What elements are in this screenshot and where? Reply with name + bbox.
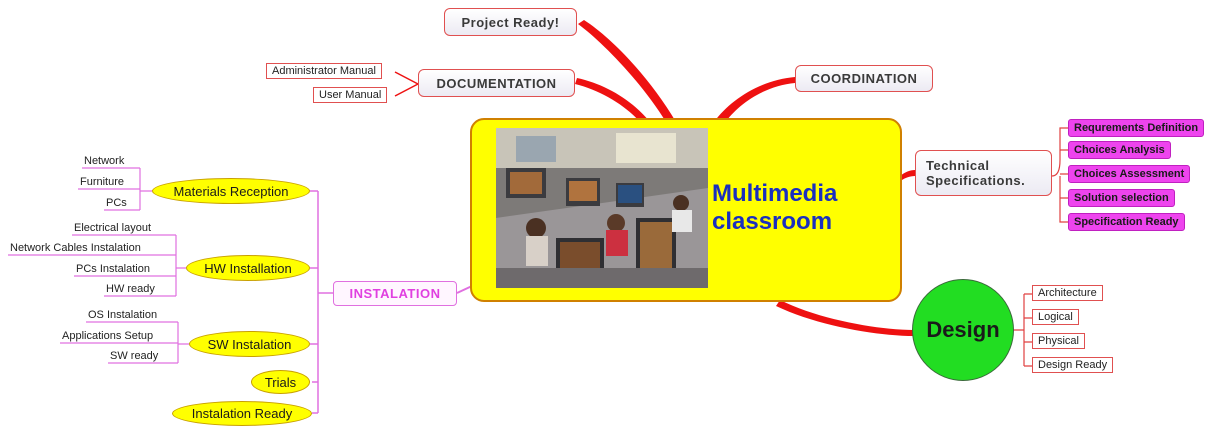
leaf-network-cables-instalation[interactable]: Network Cables Instalation	[10, 242, 141, 254]
leaf-pcs-instalation[interactable]: PCs Instalation	[76, 263, 150, 275]
topic-technical-specifications[interactable]: Technical Specifications.	[915, 150, 1052, 196]
subtopic-hw-installation[interactable]: HW Installation	[186, 255, 310, 281]
subtopic-trials[interactable]: Trials	[251, 370, 310, 394]
leaf-electrical-layout[interactable]: Electrical layout	[74, 222, 152, 234]
topic-instalation[interactable]: INSTALATION	[333, 281, 457, 306]
leaf-applications-setup[interactable]: Applications Setup	[62, 330, 154, 342]
leaf-specification-ready[interactable]: Specification Ready	[1068, 213, 1185, 231]
leaf-furniture[interactable]: Furniture	[80, 176, 125, 188]
leaf-os-instalation[interactable]: OS Instalation	[88, 309, 158, 321]
leaf-choices-assessment[interactable]: Choices Assessment	[1068, 165, 1191, 183]
leaf-design-ready[interactable]: Design Ready	[1032, 357, 1114, 373]
central-title-line1: Multimedia	[712, 180, 838, 207]
leaf-architecture[interactable]: Architecture	[1032, 285, 1103, 301]
topic-project-ready[interactable]: Project Ready!	[444, 8, 577, 36]
leaf-sw-ready[interactable]: SW ready	[110, 350, 159, 362]
leaf-choices-analysis[interactable]: Choices Analysis	[1068, 141, 1171, 159]
leaf-user-manual[interactable]: User Manual	[313, 87, 388, 103]
subtopic-sw-instalation[interactable]: SW Instalation	[189, 331, 310, 357]
topic-coordination[interactable]: COORDINATION	[795, 65, 933, 92]
central-title: Multimedia classroom	[712, 180, 882, 236]
topic-documentation[interactable]: DOCUMENTATION	[418, 69, 575, 97]
leaf-solution-selection[interactable]: Solution selection	[1068, 189, 1175, 207]
leaf-logical[interactable]: Logical	[1032, 309, 1079, 325]
leaf-pcs[interactable]: PCs	[106, 197, 127, 209]
subtopic-materials-reception[interactable]: Materials Reception	[152, 178, 310, 204]
leaf-physical[interactable]: Physical	[1032, 333, 1085, 349]
tech-spec-label-2: Specifications.	[926, 173, 1026, 188]
classroom-photo	[496, 128, 708, 288]
leaf-administrator-manual[interactable]: Administrator Manual	[266, 63, 382, 79]
leaf-requirements-definition[interactable]: Requrements Definition	[1068, 119, 1205, 137]
leaf-network[interactable]: Network	[84, 155, 125, 167]
subtopic-instalation-ready[interactable]: Instalation Ready	[172, 401, 312, 426]
topic-design[interactable]: Design	[912, 279, 1014, 381]
tech-spec-label-1: Technical	[926, 158, 990, 173]
leaf-hw-ready[interactable]: HW ready	[106, 283, 155, 295]
central-title-line2: classroom	[712, 208, 833, 235]
